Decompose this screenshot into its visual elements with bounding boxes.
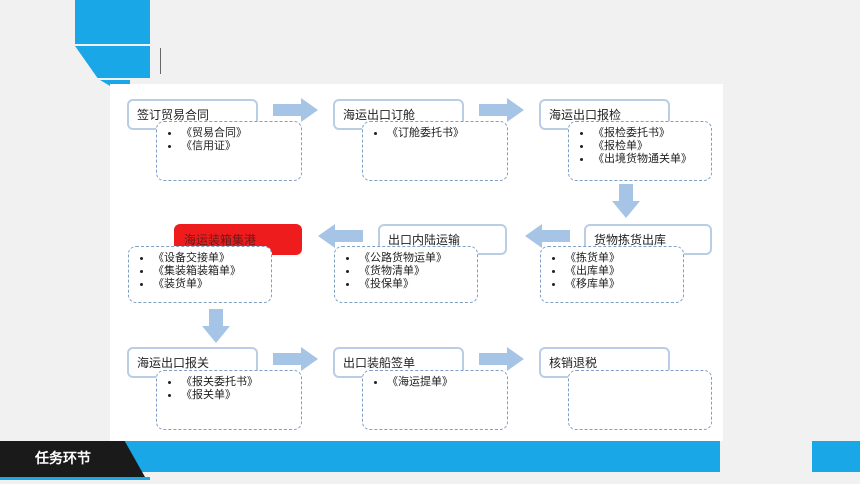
arrow-right-icon bbox=[479, 98, 524, 122]
footer-bar-right bbox=[812, 441, 860, 472]
docs-customs: 《报关委托书》 《报关单》 bbox=[156, 370, 302, 430]
docs-inspection: 《报检委托书》 《报检单》 《出境货物通关单》 bbox=[568, 121, 712, 181]
doc-item: 《报关委托书》 bbox=[181, 375, 295, 388]
docs-inland-transport: 《公路货物运单》 《货物清单》 《投保单》 bbox=[334, 246, 478, 303]
doc-item: 《设备交接单》 bbox=[153, 251, 265, 264]
doc-item: 《出库单》 bbox=[565, 264, 677, 277]
flow-diagram: 签订贸易合同 《贸易合同》 《信用证》 海运出口订舱 《订舱委托书》 海运出口报… bbox=[110, 84, 723, 441]
arrow-left-icon bbox=[318, 224, 363, 248]
arrow-right-icon bbox=[479, 347, 524, 371]
arrow-left-icon bbox=[525, 224, 570, 248]
step-booking: 海运出口订舱 bbox=[333, 99, 464, 130]
arrow-down-icon bbox=[202, 309, 230, 343]
arrow-right-icon bbox=[273, 98, 318, 122]
doc-item: 《海运提单》 bbox=[387, 375, 501, 388]
header-decoration-bar bbox=[75, 0, 150, 44]
docs-tax-refund bbox=[568, 370, 712, 430]
docs-booking: 《订舱委托书》 bbox=[362, 121, 508, 181]
task-section-label: 任务环节 bbox=[0, 441, 145, 477]
task-section-stripe bbox=[0, 477, 150, 480]
doc-item: 《订舱委托书》 bbox=[387, 126, 501, 139]
header-divider bbox=[160, 48, 161, 74]
doc-item: 《报检委托书》 bbox=[593, 126, 705, 139]
doc-item: 《拣货单》 bbox=[565, 251, 677, 264]
doc-item: 《货物清单》 bbox=[359, 264, 471, 277]
doc-item: 《集装箱装箱单》 bbox=[153, 264, 265, 277]
doc-item: 《出境货物通关单》 bbox=[593, 152, 705, 165]
doc-item: 《装货单》 bbox=[153, 277, 265, 290]
docs-picking: 《拣货单》 《出库单》 《移库单》 bbox=[540, 246, 684, 303]
doc-item: 《贸易合同》 bbox=[181, 126, 295, 139]
arrow-right-icon bbox=[273, 347, 318, 371]
doc-item: 《公路货物运单》 bbox=[359, 251, 471, 264]
doc-item: 《报检单》 bbox=[593, 139, 705, 152]
docs-container-packing: 《设备交接单》 《集装箱装箱单》 《装货单》 bbox=[128, 246, 272, 303]
footer-bar bbox=[110, 441, 720, 472]
doc-item: 《投保单》 bbox=[359, 277, 471, 290]
docs-sign-contract: 《贸易合同》 《信用证》 bbox=[156, 121, 302, 181]
doc-item: 《移库单》 bbox=[565, 277, 677, 290]
header-decoration-bar bbox=[75, 46, 150, 78]
doc-item: 《报关单》 bbox=[181, 388, 295, 401]
arrow-down-icon bbox=[612, 184, 640, 218]
doc-item: 《信用证》 bbox=[181, 139, 295, 152]
docs-shipping-signoff: 《海运提单》 bbox=[362, 370, 508, 430]
